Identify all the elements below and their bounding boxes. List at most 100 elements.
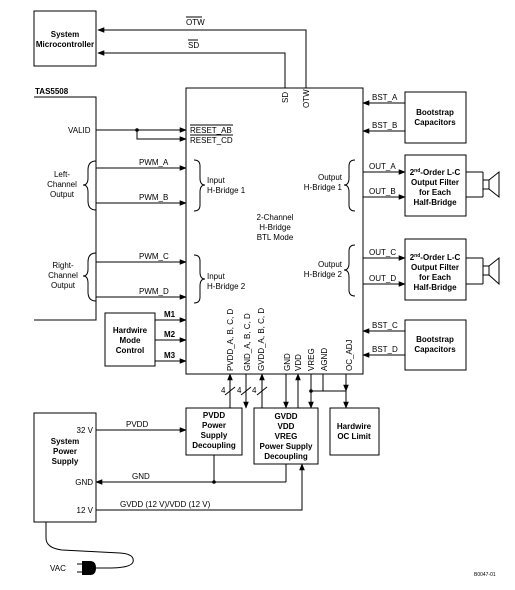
filter-top-title: 2nd-Order L-C: [410, 168, 461, 177]
system-power-supply-block: [33, 412, 97, 523]
pvdd-decoupling-block: [185, 407, 243, 456]
system-power-supply-label-1: System: [51, 437, 79, 446]
hardwire-oc-limit-block: [329, 407, 380, 456]
vac-label: VAC: [50, 564, 66, 573]
system-power-supply-label-2: Power: [53, 447, 77, 456]
gvdd-bus-slash: [256, 386, 268, 396]
left-channel-label-2: Channel: [47, 180, 77, 189]
pin-vreg: VREG: [307, 348, 316, 371]
h-bridge-chip: [185, 87, 364, 375]
input-hb2-brace: [193, 254, 206, 304]
bst-d-label: BST_D: [372, 345, 398, 354]
pin-vdd: VDD: [294, 354, 303, 371]
system-power-supply-label-3: Supply: [52, 457, 79, 466]
pwm-b-label: PWM_B: [139, 193, 168, 202]
gnd-ps-label: GND: [75, 478, 93, 487]
bootstrap-bottom-label-1: Bootstrap: [416, 335, 454, 344]
bst-b-label: BST_B: [372, 121, 397, 130]
output-hb1-label-1: Output: [318, 173, 343, 182]
hardwire-mode-control-block: [104, 312, 156, 367]
vac-cord: [45, 522, 134, 569]
gvdd-bus-count: 4: [252, 386, 257, 395]
pvdd-supply-label: PVDD: [126, 420, 148, 429]
pin-sd: SD: [281, 92, 290, 103]
m2-label: M2: [164, 330, 176, 339]
bootstrap-capacitors-bottom: [404, 319, 467, 371]
left-channel-label-1: Left-: [54, 170, 70, 179]
valid-label: VALID: [68, 126, 91, 135]
pvdd-bus-count: 4: [221, 386, 226, 395]
gvdd-decoupling-label-4: Power Supply: [260, 442, 313, 451]
chip-center-label-1: 2-Channel: [257, 213, 294, 222]
gvdd-decoupling-label-3: VREG: [275, 432, 298, 441]
gvdd-decoupling-label-2: VDD: [278, 422, 295, 431]
pin-otw: OTW: [302, 89, 311, 108]
out-a-label: OUT_A: [369, 162, 396, 171]
chip-center-label-2: H-Bridge: [259, 223, 291, 232]
filter-top-label-3: Half-Bridge: [413, 198, 457, 207]
filter-bottom-title: 2nd-Order L-C: [410, 253, 461, 262]
right-channel-label-1: Right-: [52, 261, 74, 270]
out-c-label: OUT_C: [369, 248, 396, 257]
bootstrap-top-label-2: Capacitors: [414, 118, 456, 127]
agnd-junction: [309, 389, 313, 393]
input-hb2-label-2: H-Bridge 2: [207, 282, 246, 291]
valid-junction: [135, 128, 139, 132]
output-filter-top: [404, 154, 467, 217]
output-hb2-brace: [343, 244, 356, 297]
pin-reset-cd: RESET_CD: [190, 136, 233, 145]
gnd-bus-count: 4: [237, 386, 242, 395]
hardwire-oc-label-2: OC Limit: [337, 432, 371, 441]
out-d-label: OUT_D: [369, 274, 396, 283]
otw-label: OTW: [186, 18, 205, 27]
gvdd-decoupling-label-5: Decoupling: [264, 452, 308, 461]
bst-c-label: BST_C: [372, 321, 398, 330]
bootstrap-bottom-label-2: Capacitors: [414, 345, 456, 354]
m3-label: M3: [164, 351, 176, 360]
right-channel-label-3: Output: [51, 281, 76, 290]
pin-pvdd: PVDD_A, B, C, D: [226, 309, 235, 371]
figure-id: B0047-01: [474, 572, 496, 578]
pwm-c-label: PWM_C: [139, 252, 169, 261]
pwm-a-label: PWM_A: [139, 158, 169, 167]
right-channel-brace: [82, 252, 97, 302]
sd-wire: [97, 50, 286, 88]
filter-top-label-2: for Each: [419, 188, 451, 197]
v32-label: 32 V: [77, 426, 94, 435]
gnd-line-label: GND: [132, 472, 150, 481]
gvdd-decoupling-label-1: GVDD: [274, 412, 297, 421]
input-hb1-label-2: H-Bridge 1: [207, 186, 246, 195]
output-hb2-label-1: Output: [318, 260, 343, 269]
hardwire-mode-label-3: Control: [116, 346, 144, 355]
pin-oc-adj: OC_ADJ: [345, 339, 354, 371]
pin-reset-ab: RESET_AB: [190, 126, 232, 135]
filter-top-label-1: Output Filter: [411, 178, 459, 187]
bootstrap-top-label-1: Bootstrap: [416, 108, 454, 117]
speaker-top-icon: [466, 170, 500, 199]
tas5508-outline: [34, 96, 97, 321]
gvdd-supply-wire: [96, 463, 305, 511]
bst-a-label: BST_A: [372, 93, 398, 102]
gvdd-decoupling-block: [253, 407, 319, 465]
pvdd-bus-slash: [224, 386, 236, 396]
hardwire-mode-label-1: Hardwire: [113, 326, 148, 335]
filter-bottom-label-2: for Each: [419, 273, 451, 282]
filter-bottom-label-1: Output Filter: [411, 263, 459, 272]
bootstrap-capacitors-top: [404, 91, 467, 144]
gvdd-line-label: GVDD (12 V)/VDD (12 V): [120, 500, 211, 509]
pvdd-decoupling-label-3: Supply: [201, 431, 228, 440]
v12-label: 12 V: [77, 506, 94, 515]
output-filter-bottom: [404, 238, 467, 301]
left-channel-brace: [82, 160, 97, 211]
output-hb2-label-2: H-Bridge 2: [304, 270, 343, 279]
hardwire-mode-label-2: Mode: [120, 336, 141, 345]
system-microcontroller-block: [33, 10, 97, 67]
pin-agnd: AGND: [320, 348, 329, 371]
left-channel-label-3: Output: [50, 190, 75, 199]
input-hb1-label-1: Input: [207, 176, 226, 185]
pin-gvdd: GVDD_A, B, C, D: [257, 308, 266, 371]
hardwire-oc-label-1: Hardwire: [337, 422, 372, 431]
output-hb1-label-2: H-Bridge 1: [304, 183, 343, 192]
output-hb1-brace: [343, 159, 356, 212]
